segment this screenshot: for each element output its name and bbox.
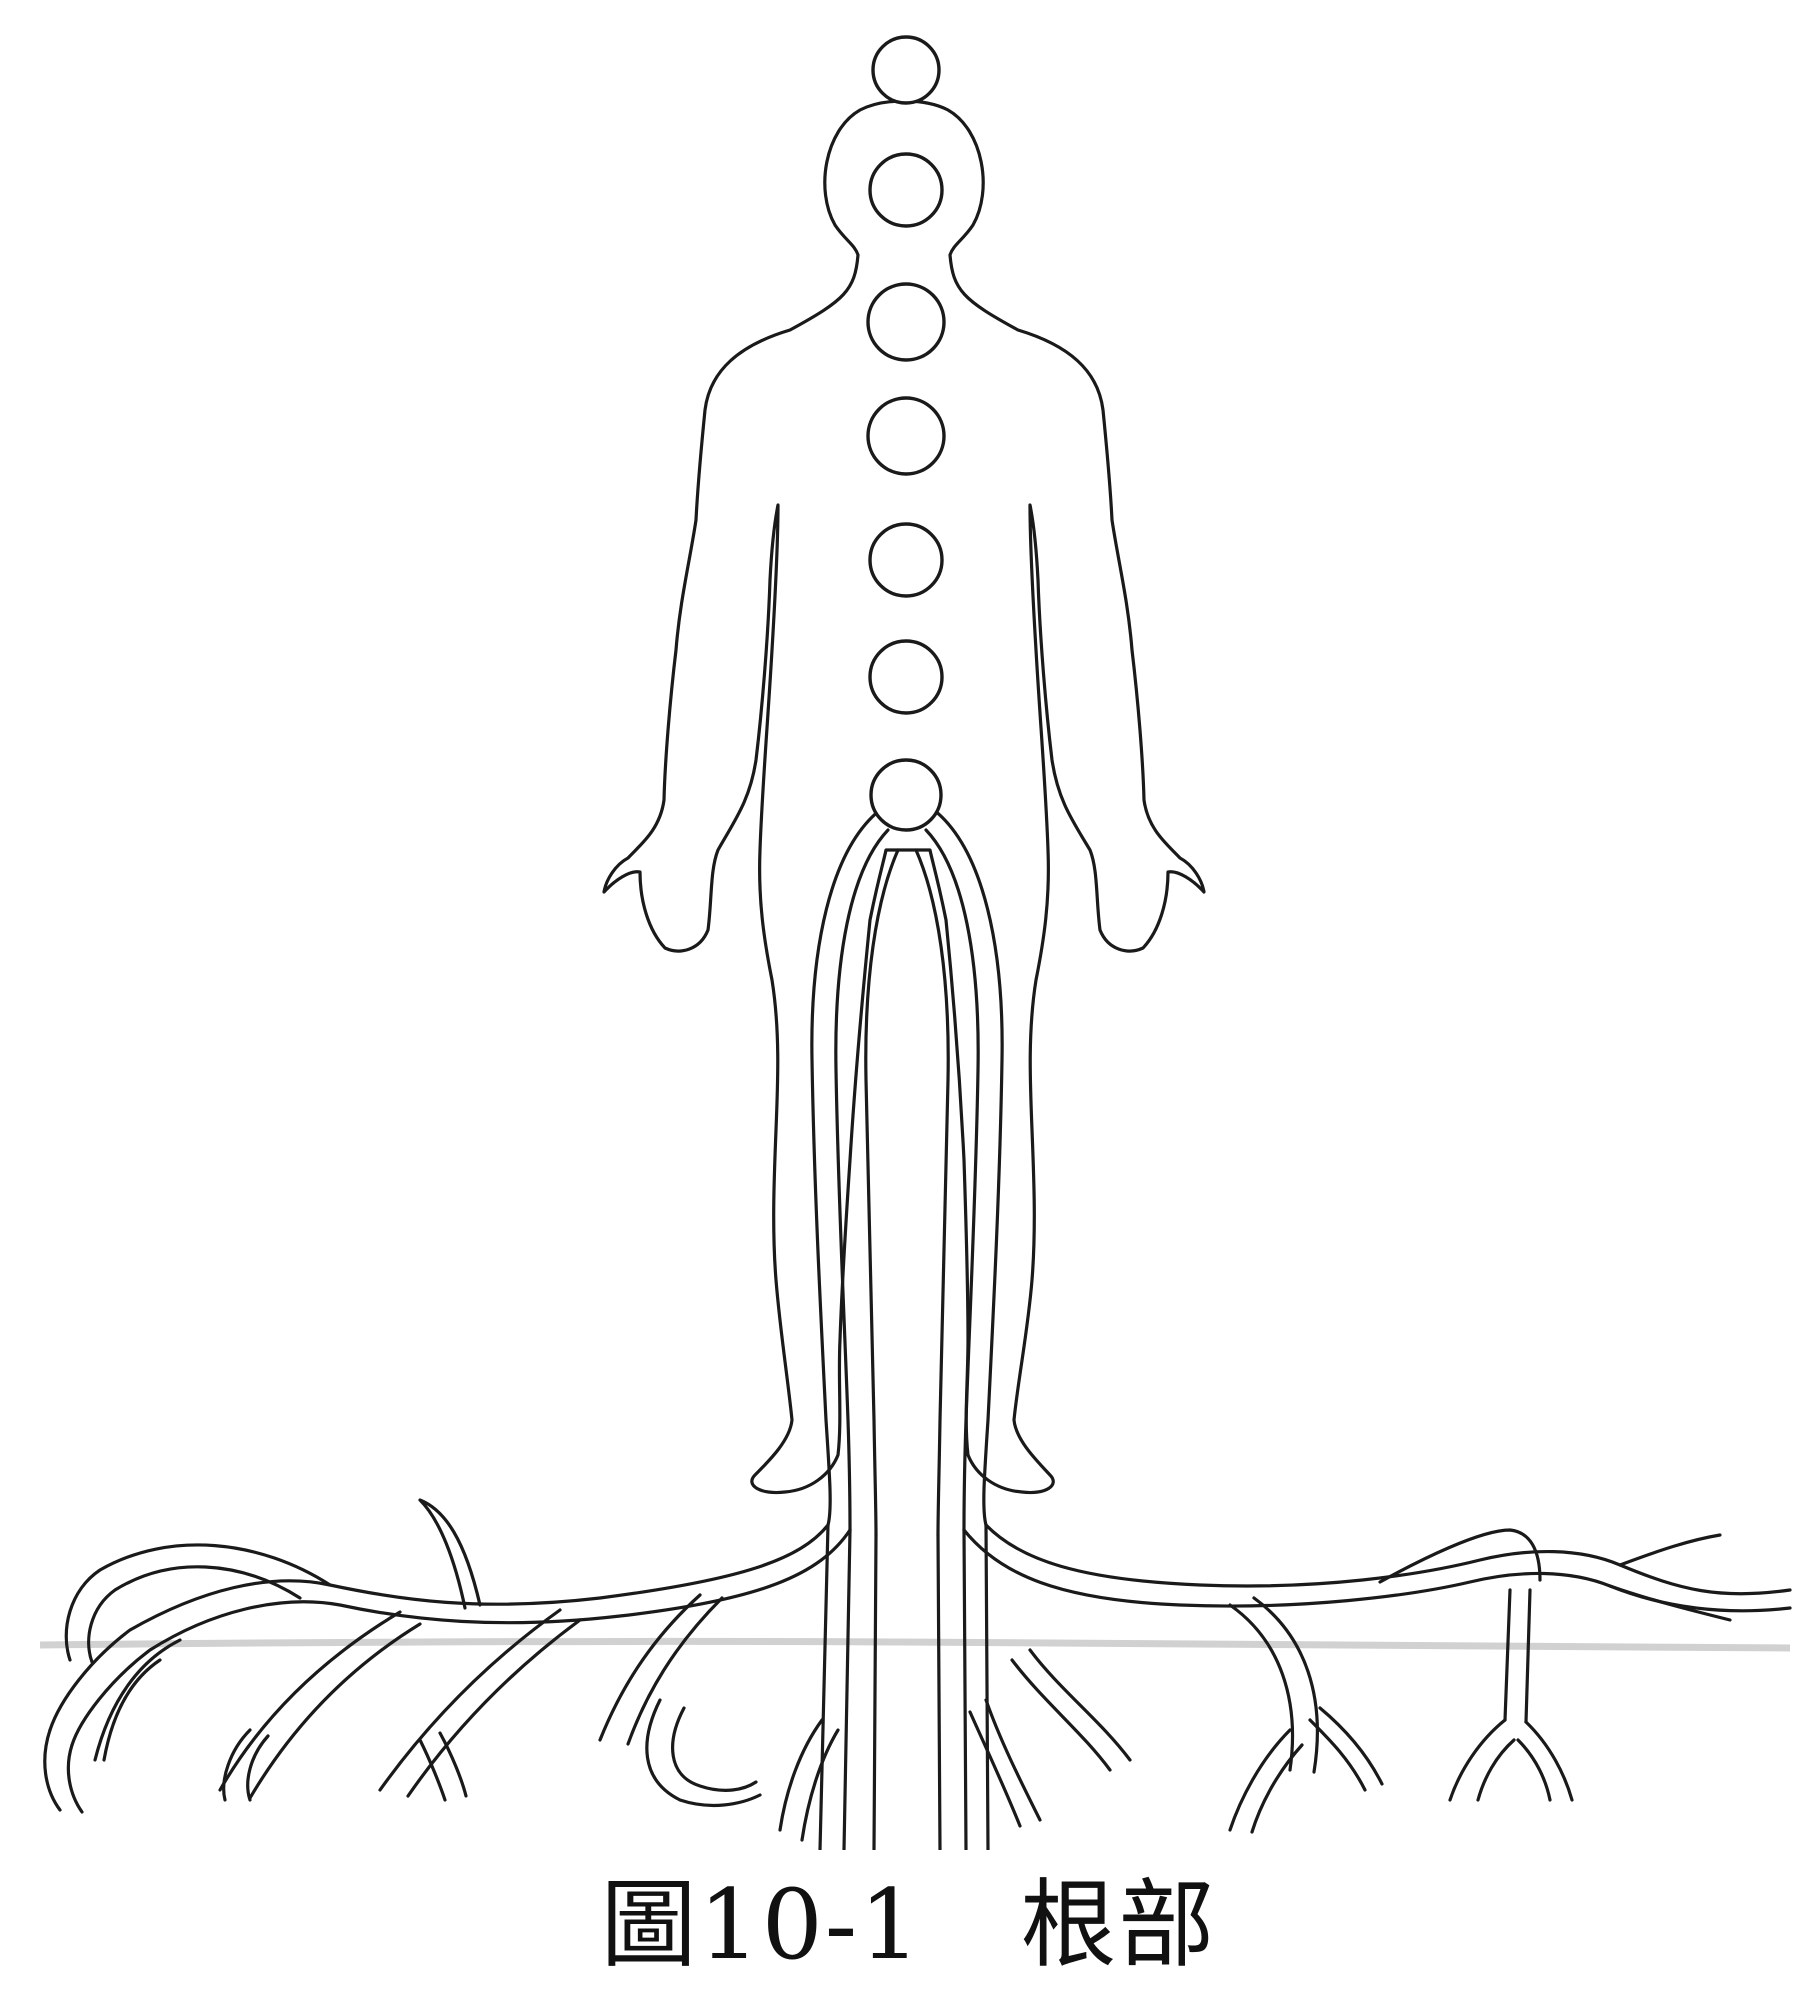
chakra-third-eye — [868, 152, 944, 228]
right-channel-outer — [932, 808, 1004, 1527]
figure-caption: 圖10-1 根部 — [600, 1869, 1217, 1981]
root-left-upper-branch-b — [87, 1565, 302, 1664]
root-right-branch-1-twig — [1228, 1728, 1304, 1834]
root-left-branch-2-twig — [418, 1731, 468, 1802]
scan-smudge — [39, 1637, 1791, 1652]
root-right-branch-1-twig-b — [1308, 1706, 1384, 1792]
chakra-circles — [866, 35, 946, 832]
root-right-center-curve — [1010, 1648, 1132, 1772]
root-center-left-2 — [872, 1533, 878, 1850]
chakra-sacral — [868, 639, 944, 715]
root-left-branch-1 — [218, 1610, 422, 1800]
chakra-root — [869, 758, 943, 832]
right-channel-center — [914, 848, 950, 1537]
chakra-throat — [866, 282, 946, 362]
body-silhouette — [602, 99, 1206, 1495]
root-center-right-fork — [968, 1698, 1042, 1828]
chakra-crown — [871, 35, 941, 105]
root-left-main-top — [48, 1523, 830, 1732]
root-left-small — [93, 1638, 182, 1762]
left-channel-center — [864, 848, 900, 1537]
chakra-solar-plexus — [868, 522, 944, 598]
root-right-branch-2-fork — [1448, 1718, 1574, 1802]
root-left-branch-2 — [378, 1608, 582, 1798]
root-left-main-bottom — [70, 1528, 852, 1747]
root-left-spike — [418, 1498, 482, 1610]
root-right-tip — [1608, 1533, 1732, 1622]
root-left-branch-3 — [598, 1593, 724, 1746]
root-right-main-bottom — [962, 1528, 1792, 1613]
root-right-main-top — [984, 1523, 1792, 1596]
root-left-upper-branch — [64, 1543, 332, 1662]
root-left-tail — [43, 1728, 84, 1814]
root-right-branch-1 — [1228, 1596, 1319, 1774]
left-channel-inner — [834, 828, 890, 1532]
root-left-curl — [645, 1698, 762, 1808]
figure-human-body-with-roots — [39, 35, 1792, 1850]
root-center-left-fork — [778, 1718, 840, 1842]
body-outline — [602, 99, 1206, 1537]
root-center-right-1 — [962, 1523, 990, 1850]
left-channel-outer — [810, 808, 882, 1527]
roots — [43, 1498, 1792, 1850]
root-center-right-2 — [936, 1533, 942, 1850]
right-channel-inner — [924, 828, 980, 1532]
root-center-left-1 — [818, 1523, 852, 1850]
root-right-branch-2 — [1503, 1588, 1532, 1724]
chakra-heart — [866, 396, 946, 476]
root-left-branch-1-twig — [222, 1728, 270, 1802]
root-right-upper-loop — [1378, 1528, 1542, 1584]
